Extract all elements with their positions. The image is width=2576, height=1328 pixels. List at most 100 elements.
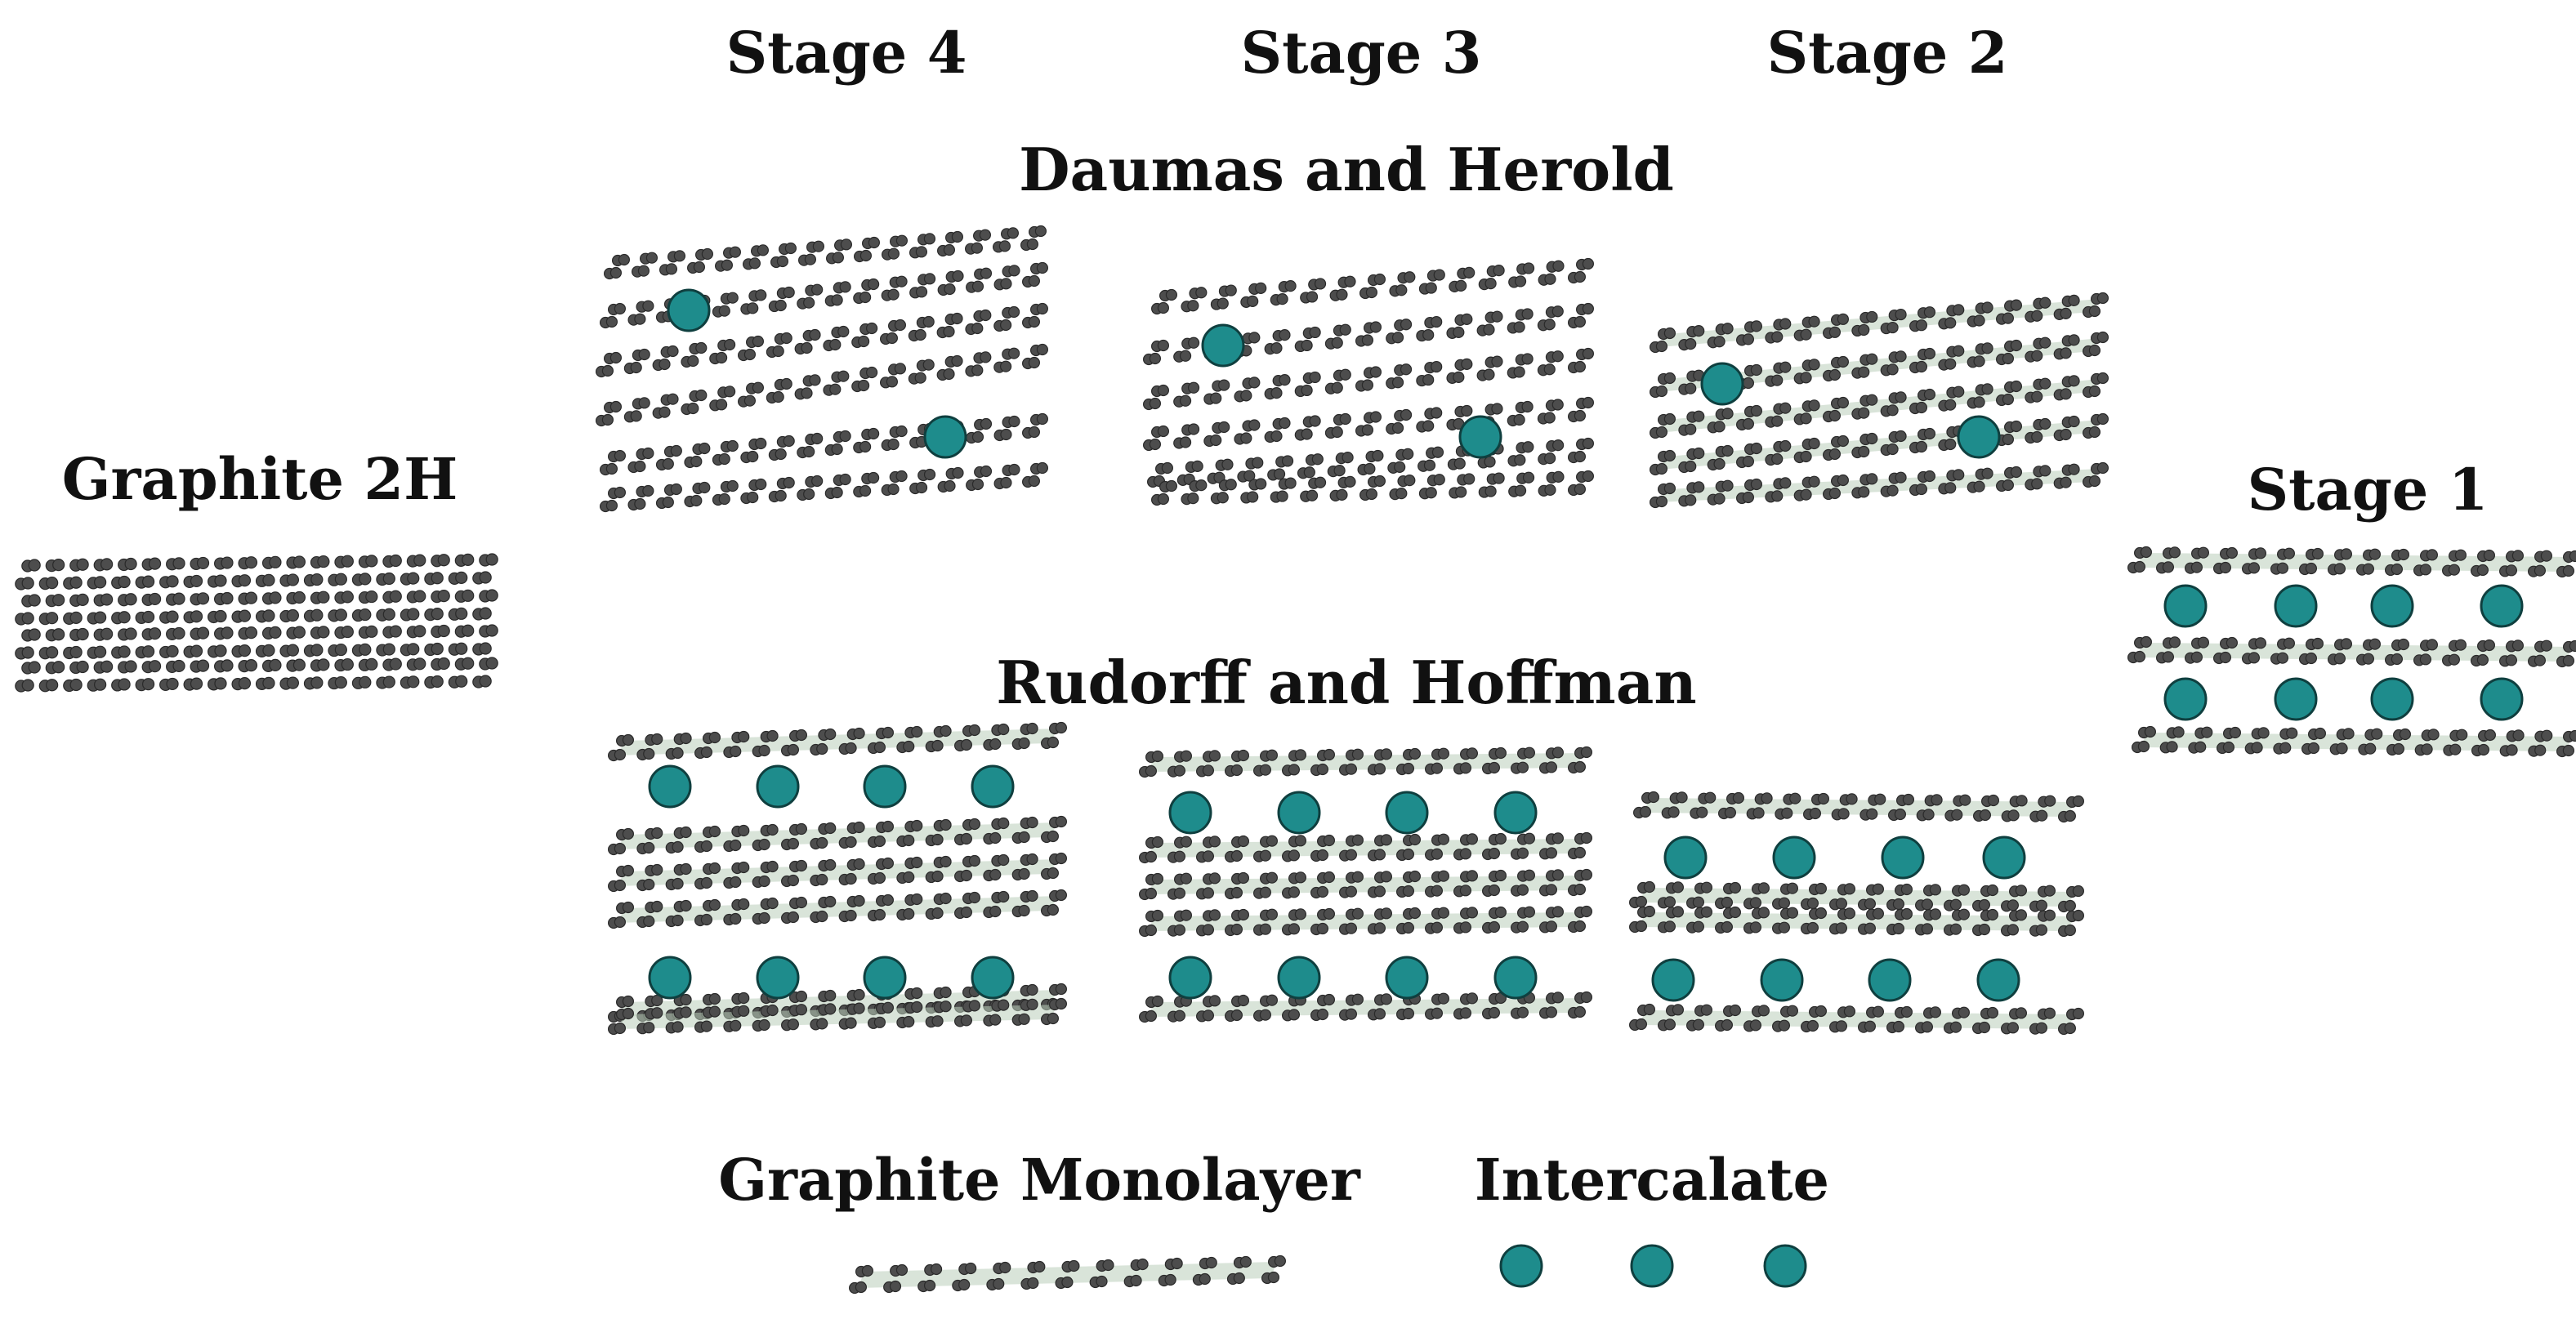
carbon-atom (2427, 729, 2440, 741)
carbon-atom (2194, 741, 2207, 753)
carbon-atom (1026, 722, 1038, 735)
carbon-atom (262, 573, 275, 586)
carbon-atom (1225, 284, 1237, 296)
carbon-atom (2484, 729, 2496, 742)
carbon-atom (1828, 409, 1841, 422)
carbon-atom (1284, 280, 1297, 292)
carbon-atom (1288, 1009, 1301, 1021)
carbon-atom (795, 990, 808, 1003)
intercalate-atom-icon (2480, 584, 2524, 628)
carbon-atom (2060, 347, 2072, 359)
carbon-atom (431, 642, 444, 656)
carbon-atom (2162, 651, 2174, 663)
carbon-atom (1157, 492, 1170, 506)
carbon-atom (1373, 849, 1386, 861)
carbon-atom (787, 1018, 800, 1031)
carbon-atom (993, 1277, 1005, 1290)
carbon-atom (52, 628, 65, 641)
carbon-atom (775, 489, 787, 502)
carbon-atom (672, 1021, 684, 1033)
carbon-atom (1233, 1272, 1245, 1285)
carbon-atom (1721, 444, 1734, 457)
carbon-atom (853, 894, 865, 907)
carbon-atom (857, 335, 870, 348)
carbon-atom (359, 675, 372, 689)
carbon-atom (1692, 920, 1704, 933)
carbon-atom (389, 590, 402, 603)
carbon-atom (1921, 923, 1933, 935)
carbon-atom (1230, 886, 1243, 899)
carbon-atom (940, 724, 952, 738)
carbon-atom (605, 315, 618, 328)
carbon-atom (839, 430, 851, 443)
carbon-atom (2257, 727, 2270, 739)
carbon-atom (738, 992, 750, 1005)
carbon-atom (1749, 921, 1761, 934)
carbon-atom (1259, 886, 1272, 898)
carbon-atom (52, 594, 65, 607)
carbon-atom (747, 491, 759, 504)
carbon-atom (811, 432, 824, 445)
carbon-atom (1237, 908, 1250, 921)
carbon-atom (2283, 637, 2295, 649)
carbon-atom (462, 624, 475, 637)
carbon-atom (1208, 750, 1221, 762)
carbon-atom (1179, 350, 1192, 362)
carbon-atom (2096, 331, 2109, 344)
carbon-atom (873, 871, 886, 885)
carbon-atom (2035, 899, 2047, 911)
carbon-atom (1323, 993, 1336, 1006)
carbon-atom (1757, 907, 1770, 919)
carbon-atom (1028, 356, 1041, 369)
graphene-layer (1628, 1003, 2084, 1036)
carbon-atom (1380, 871, 1393, 883)
carbon-atom (292, 658, 306, 671)
intercalate-atom-icon (2274, 584, 2318, 628)
carbon-atom (1915, 440, 1927, 453)
carbon-atom (730, 876, 742, 889)
carbon-atom (2096, 372, 2109, 385)
carbon-atom (310, 608, 324, 622)
carbon-atom (2342, 728, 2355, 740)
carbon-atom (979, 229, 992, 241)
carbon-atom (1488, 1006, 1501, 1019)
carbon-atom (670, 483, 682, 496)
carbon-atom (2039, 417, 2051, 430)
carbon-atom (2039, 465, 2051, 477)
carbon-atom (269, 626, 282, 639)
carbon-atom (1667, 806, 1680, 818)
carbon-atom (951, 312, 963, 325)
carbon-atom (1522, 471, 1535, 484)
carbon-atom (1543, 319, 1556, 331)
carbon-atom (2144, 725, 2156, 738)
carbon-atom (1047, 736, 1060, 749)
carbon-atom (980, 417, 993, 430)
carbon-atom (2201, 726, 2213, 738)
carbon-atom (1800, 488, 1812, 501)
carbon-atom (895, 275, 908, 287)
carbon-atom (638, 348, 650, 361)
carbon-atom (2036, 809, 2048, 822)
carbon-atom (1409, 747, 1422, 760)
carbon-atom (1157, 339, 1170, 352)
carbon-atom (1655, 495, 1668, 508)
carbon-atom (824, 858, 837, 871)
carbon-atom (190, 644, 203, 657)
carbon-atom (673, 250, 686, 262)
rudorff-hoffman-stage-3-model (1138, 746, 1593, 1023)
carbon-atom (1466, 907, 1479, 919)
carbon-atom (2248, 652, 2260, 664)
carbon-atom (882, 1001, 895, 1014)
carbon-atom (2340, 638, 2352, 650)
carbon-atom (795, 896, 808, 909)
carbon-atom (980, 267, 993, 279)
carbon-atom (700, 876, 713, 889)
carbon-atom (865, 322, 878, 335)
carbon-atom (1218, 421, 1230, 434)
carbon-atom (708, 731, 721, 744)
carbon-atom (943, 325, 955, 338)
carbon-atom (690, 494, 703, 507)
carbon-atom (76, 660, 89, 674)
carbon-atom (968, 818, 981, 831)
carbon-atom (141, 575, 155, 588)
